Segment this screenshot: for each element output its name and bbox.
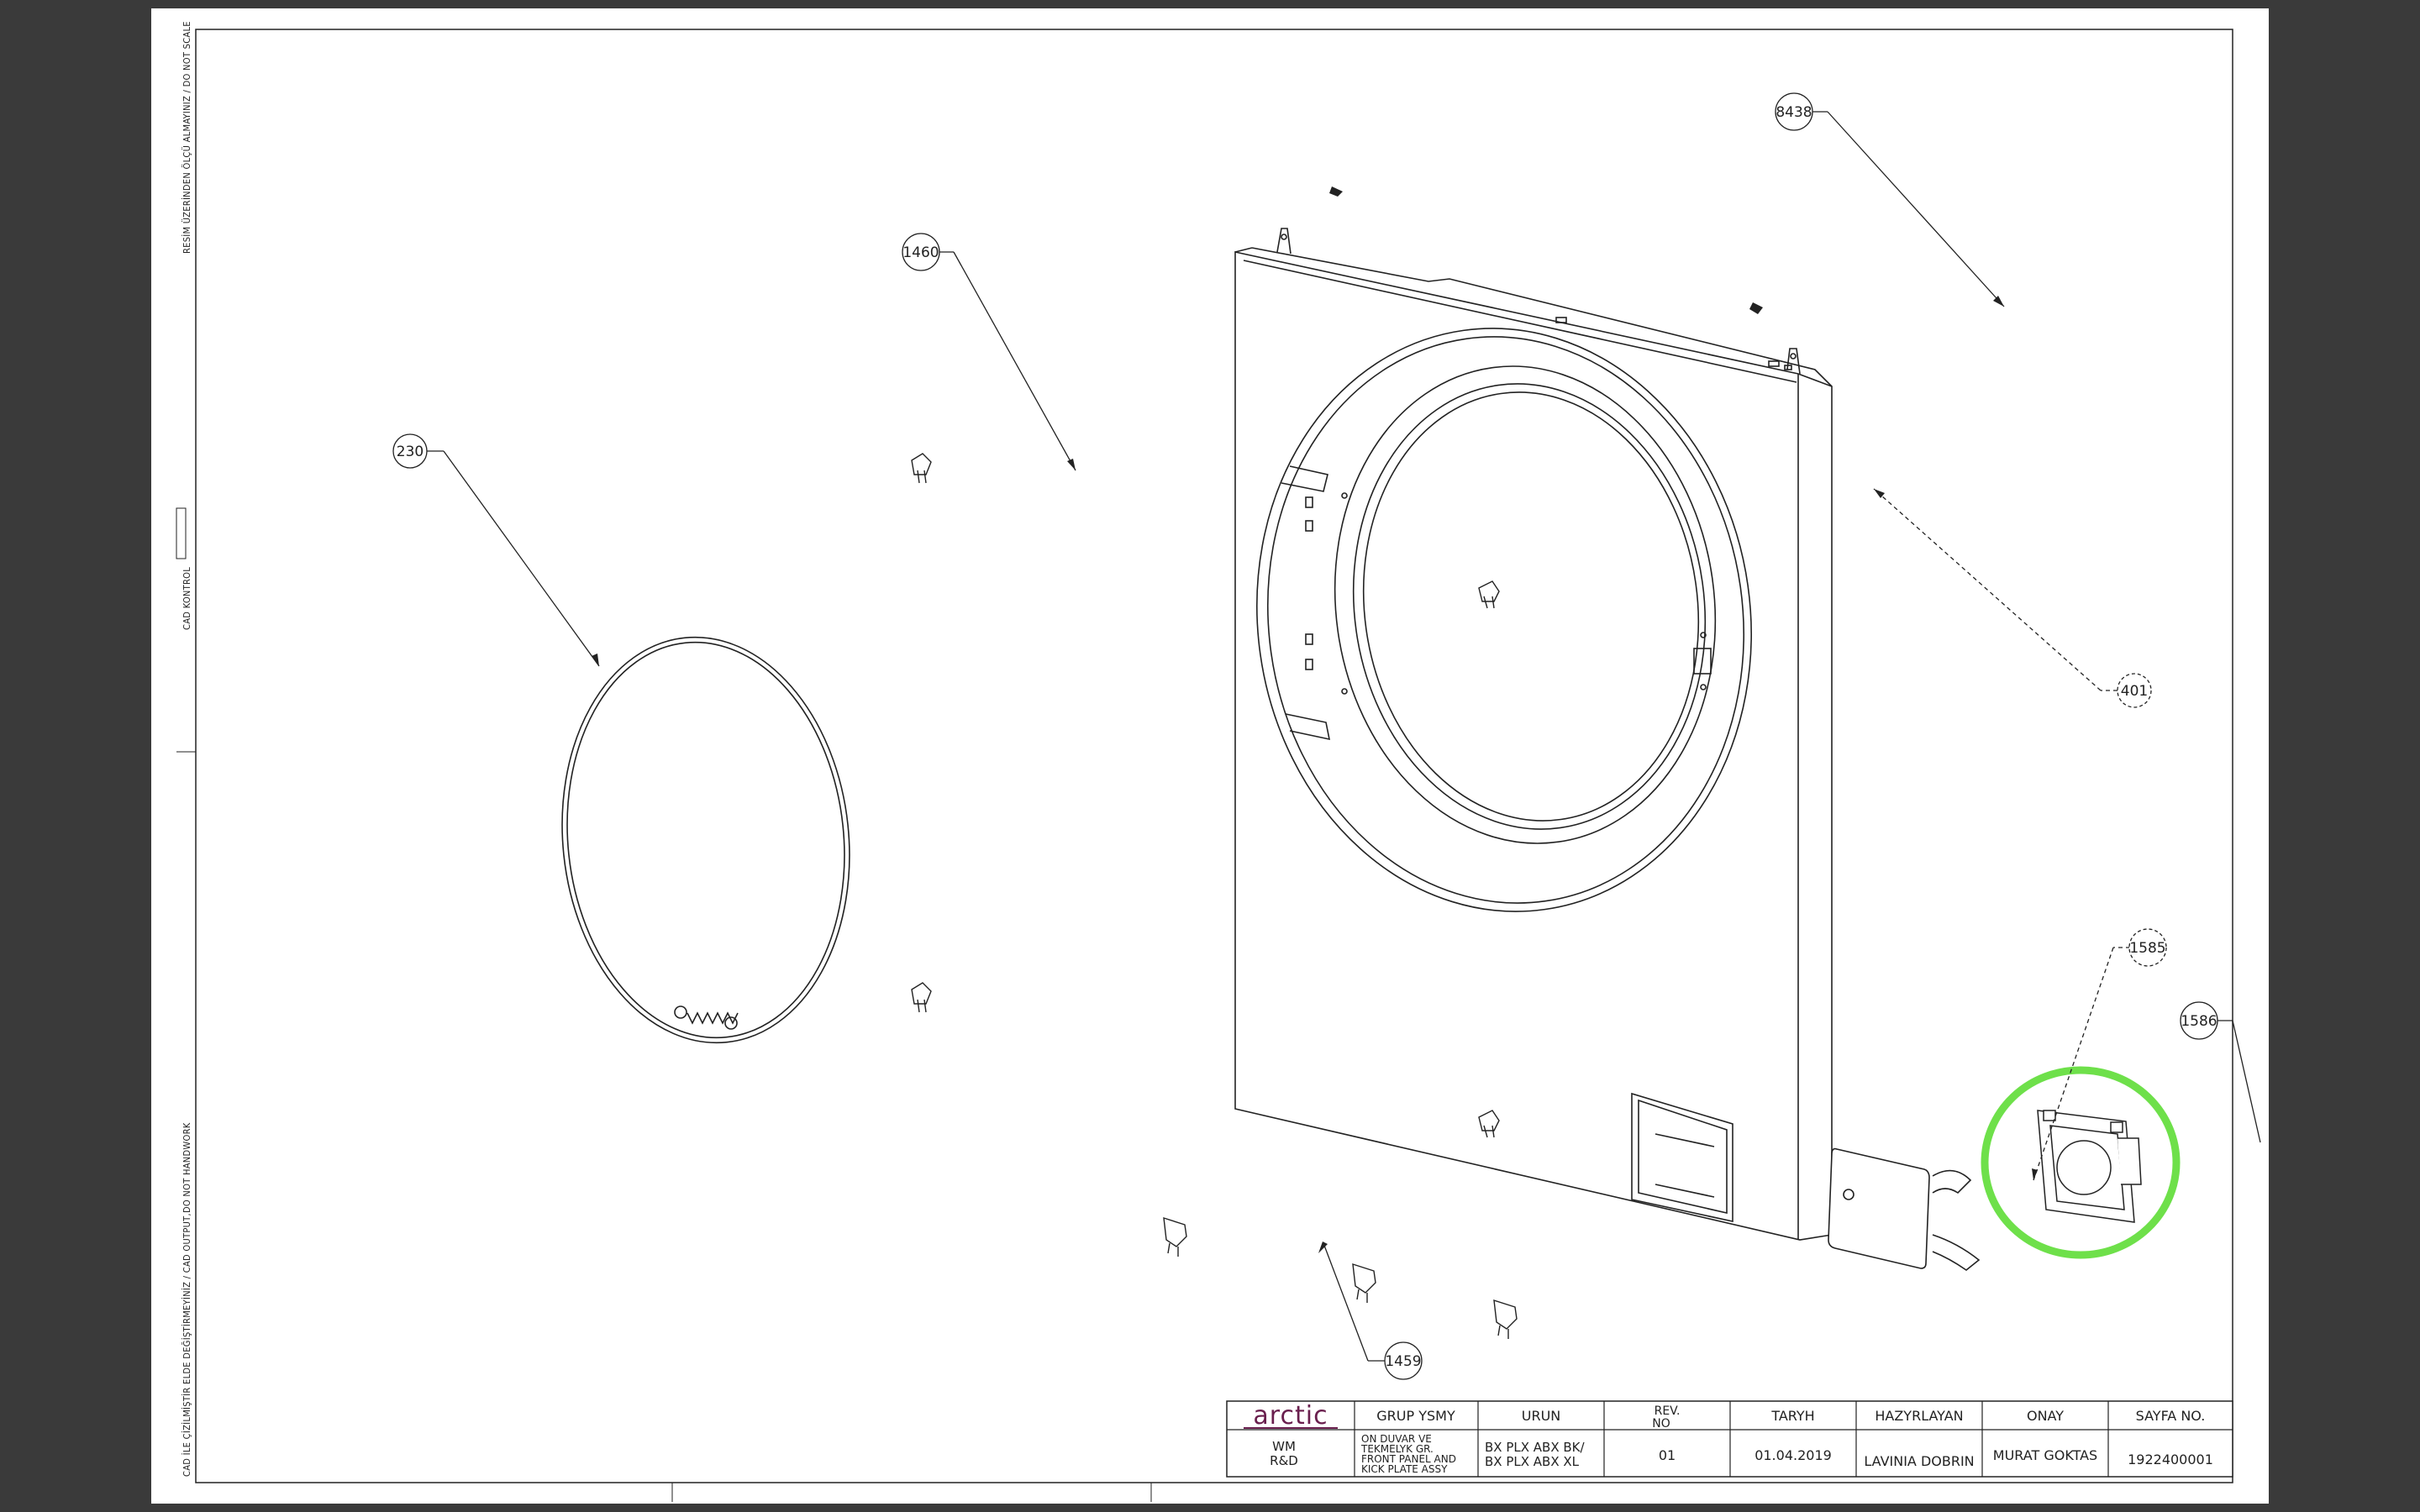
grup-line4: KICK PLATE ASSY bbox=[1361, 1463, 1448, 1475]
clip-1460-upper bbox=[911, 453, 932, 484]
callout-1459: 1459 bbox=[1384, 1341, 1423, 1380]
grup-line1: ON DUVAR VE bbox=[1361, 1433, 1432, 1445]
callout-8438: 8438 bbox=[1775, 92, 1813, 131]
drawing-sheet: RESİM ÜZERİNDEN ÖLÇÜ ALMAYINIZ / DO NOT … bbox=[151, 8, 2269, 1504]
highlight-circle bbox=[1981, 1066, 2181, 1259]
clip-bottom bbox=[1478, 1110, 1500, 1138]
front-panel bbox=[1234, 228, 1833, 1241]
svg-text:8438: 8438 bbox=[1776, 104, 1812, 121]
svg-text:401: 401 bbox=[2121, 683, 2148, 700]
urun-line1: BX PLX ABX BK/ bbox=[1485, 1440, 1586, 1455]
grup-line2: TEKMELYK GR. bbox=[1360, 1443, 1434, 1455]
header-hazirlayan: HAZYRLAYAN bbox=[1875, 1408, 1963, 1424]
header-urun: URUN bbox=[1522, 1408, 1561, 1424]
header-sayfa: SAYFA NO. bbox=[2136, 1408, 2206, 1424]
kick-clip-1459-a bbox=[1163, 1217, 1187, 1257]
svg-text:230: 230 bbox=[397, 444, 424, 460]
screw-8438-a bbox=[1329, 186, 1343, 197]
door-lock-1586 bbox=[2037, 1110, 2142, 1223]
cad-control-box bbox=[176, 507, 187, 559]
clip-1460-lower bbox=[911, 982, 932, 1013]
callout-1585: 1585 bbox=[2128, 928, 2167, 967]
approved-by: MURAT GOKTAS bbox=[1993, 1447, 2097, 1463]
header-rev-2: NO bbox=[1652, 1417, 1670, 1431]
svg-text:1586: 1586 bbox=[2181, 1013, 2217, 1030]
header-grup: GRUP YSMY bbox=[1376, 1408, 1455, 1424]
door-seal-wire-230 bbox=[561, 636, 850, 1044]
grup-line3: FRONT PANEL AND bbox=[1361, 1453, 1456, 1465]
callout-1586: 1586 bbox=[2180, 1001, 2218, 1040]
screw-8438-b bbox=[1749, 302, 1763, 314]
header-rev-1: REV. bbox=[1655, 1404, 1681, 1418]
page-number: 1922400001 bbox=[2128, 1452, 2213, 1467]
callout-401: 401 bbox=[2117, 673, 2152, 708]
svg-text:1459: 1459 bbox=[1385, 1353, 1421, 1370]
title-block: arctic GRUP YSMY URUN REV. NO TARYH HAZY… bbox=[1226, 1400, 2233, 1478]
svg-text:1585: 1585 bbox=[2129, 940, 2165, 957]
urun-line2: BX PLX ABX XL bbox=[1485, 1454, 1580, 1469]
date-value: 01.04.2019 bbox=[1754, 1447, 1832, 1463]
dept-line2: R&D bbox=[1270, 1453, 1298, 1468]
header-taryh: TARYH bbox=[1770, 1408, 1814, 1424]
arctic-logo: arctic bbox=[1253, 1401, 1328, 1431]
kick-clip-1459-c bbox=[1493, 1299, 1518, 1339]
prepared-by: LAVINIA DOBRIN bbox=[1864, 1453, 1974, 1469]
pump-cover-1585 bbox=[1828, 1147, 1981, 1271]
clip-top bbox=[1478, 580, 1500, 609]
svg-text:1460: 1460 bbox=[902, 244, 939, 261]
drawing-frame bbox=[195, 29, 2233, 1483]
kick-clip-1459-b bbox=[1352, 1263, 1376, 1303]
technical-drawing: 8438 1460 230 401 1585 1586 1459 bbox=[176, 29, 2261, 1502]
dept-line1: WM bbox=[1272, 1439, 1296, 1454]
callout-1460: 1460 bbox=[902, 233, 940, 271]
callout-230: 230 bbox=[392, 433, 428, 469]
header-onay: ONAY bbox=[2027, 1408, 2064, 1424]
rev-value: 01 bbox=[1659, 1447, 1676, 1463]
